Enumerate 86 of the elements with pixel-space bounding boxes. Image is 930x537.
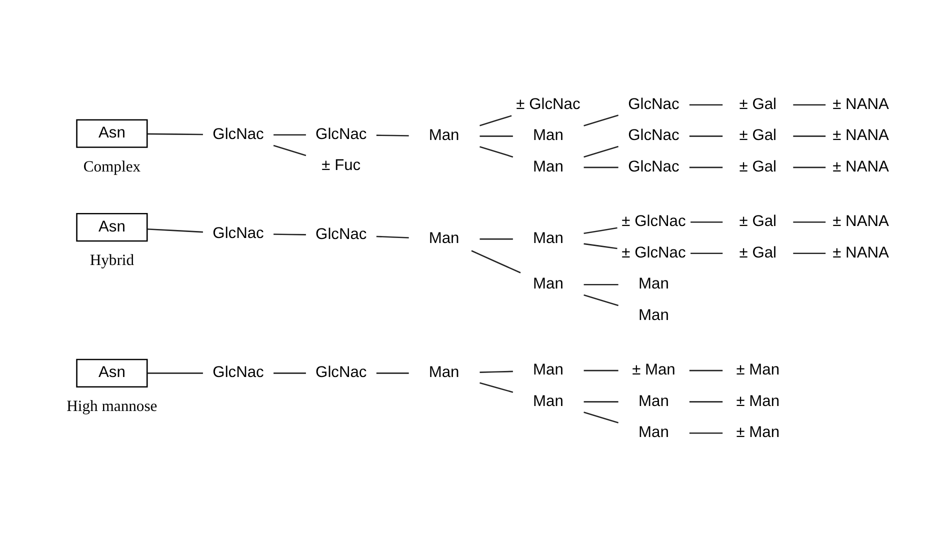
node-text: Man	[428, 364, 459, 381]
connector	[688, 432, 722, 434]
connector	[583, 145, 618, 158]
connector	[273, 233, 306, 235]
node-text: Man	[638, 275, 668, 292]
node-text: ± Man	[736, 361, 780, 378]
connector	[583, 400, 618, 402]
node-text: ± NANA	[832, 244, 888, 261]
node-text: GlcNac	[628, 95, 679, 112]
connector	[376, 134, 408, 136]
node-text: GlcNac	[315, 125, 366, 142]
node-text: GlcNac	[315, 364, 366, 381]
connector	[583, 242, 617, 249]
node-text: Man	[638, 392, 668, 410]
connector	[792, 135, 826, 136]
connector	[792, 166, 826, 168]
connector	[146, 132, 202, 135]
node-text: ± Gal	[738, 95, 776, 112]
connector	[272, 144, 306, 156]
connector	[583, 294, 618, 306]
node-text: Man	[532, 392, 563, 410]
node-text: ± GlcNac	[516, 95, 580, 112]
node-text: ± NANA	[832, 126, 888, 144]
connector	[376, 372, 408, 374]
node-text: ± Man	[736, 392, 780, 410]
node-text: ± Gal	[738, 126, 776, 144]
node-text: GlcNac	[212, 224, 264, 242]
connector	[792, 104, 826, 106]
node-text: ± NANA	[832, 95, 888, 112]
node-text: ± GlcNac	[621, 244, 686, 261]
connector	[688, 166, 722, 168]
connector	[583, 226, 617, 234]
connector	[273, 134, 306, 136]
connector	[146, 372, 202, 374]
connector	[479, 238, 512, 240]
node-text: GlcNac	[315, 226, 366, 243]
label: Complex	[82, 158, 140, 175]
connector	[146, 228, 202, 232]
connector	[273, 372, 306, 374]
connector	[583, 114, 618, 126]
node-text: Man	[532, 126, 563, 144]
connector	[688, 104, 722, 106]
connector	[479, 382, 513, 392]
node-text: Man	[532, 275, 563, 292]
connector	[583, 369, 618, 371]
node-text: ± GlcNac	[621, 212, 686, 230]
node-text: ± Gal	[738, 212, 776, 230]
connector	[583, 166, 618, 168]
connector	[690, 252, 722, 254]
connector	[479, 370, 512, 372]
node-text: ± Gal	[738, 158, 776, 175]
node-text: GlcNac	[212, 125, 264, 142]
node-text: ± Man	[736, 424, 780, 441]
node-text: Man	[638, 306, 668, 324]
node-text: ± Man	[632, 361, 675, 378]
node-text: Man	[428, 126, 459, 144]
node-text: GlcNac	[212, 364, 264, 381]
connector	[583, 283, 618, 285]
node-box: Asn	[76, 358, 148, 387]
label: Hybrid	[89, 252, 134, 269]
node-text: ± NANA	[832, 212, 888, 230]
connector	[690, 220, 722, 222]
node-text: ± NANA	[832, 158, 888, 175]
node-box: Asn	[76, 118, 148, 148]
connector	[479, 114, 512, 126]
connector	[688, 400, 722, 402]
connector	[479, 146, 513, 158]
connector	[376, 235, 408, 238]
node-text: Man	[638, 424, 668, 441]
node-text: ± Gal	[738, 244, 776, 261]
node-text: GlcNac	[628, 158, 679, 175]
connector	[688, 369, 722, 371]
node-text: Man	[532, 158, 563, 175]
node-text: Man	[532, 361, 563, 378]
connector	[792, 220, 826, 222]
node-text: ± Fuc	[321, 156, 360, 174]
node-text: Man	[532, 230, 563, 247]
node-box: Asn	[76, 212, 148, 242]
connector	[688, 135, 722, 136]
connector	[479, 135, 512, 136]
label: High mannose	[66, 398, 157, 415]
connector	[792, 252, 826, 254]
node-text: Man	[428, 230, 459, 247]
node-text: GlcNac	[628, 126, 679, 144]
connector	[470, 250, 520, 273]
connector	[583, 411, 618, 423]
